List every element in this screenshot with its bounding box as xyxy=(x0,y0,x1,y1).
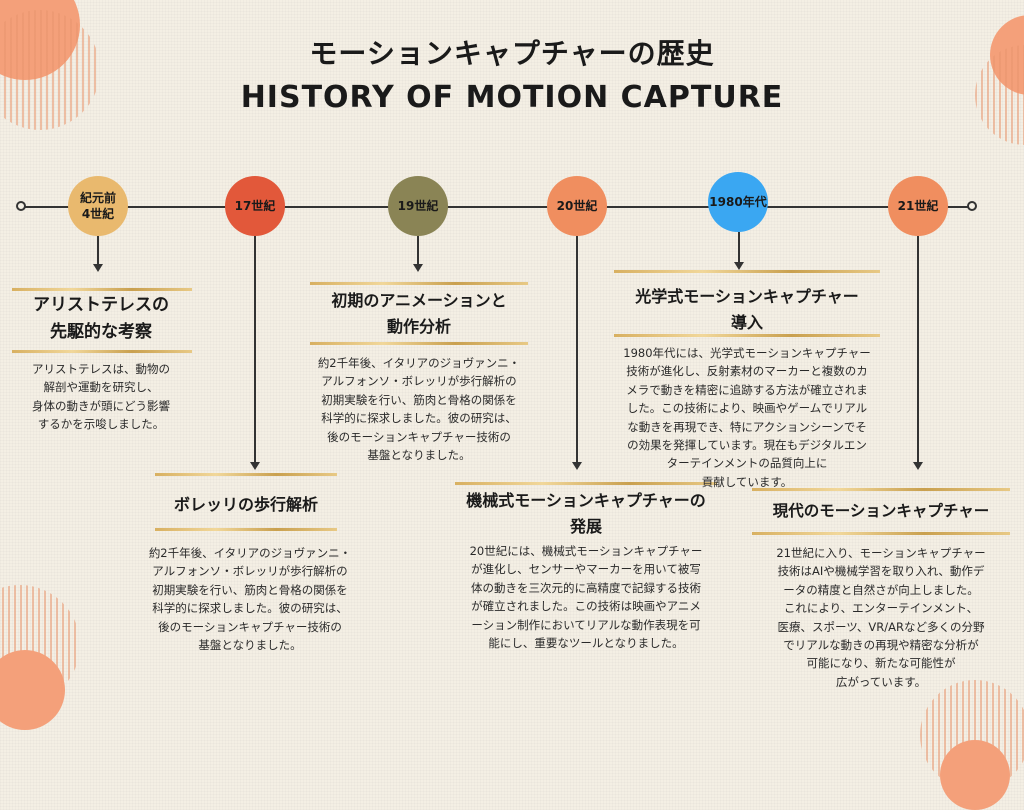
arrow-ancient xyxy=(93,264,103,272)
event-heading-modern: 現代のモーションキャプチャー xyxy=(772,502,990,520)
era-marker-21c: 21世紀 xyxy=(888,176,948,236)
gold-divider xyxy=(12,288,192,291)
page-title-japanese: モーションキャプチャーの歴史 xyxy=(309,37,715,70)
era-marker-19c: 19世紀 xyxy=(388,176,448,236)
timeline-axis xyxy=(22,206,974,208)
arrow-17c xyxy=(250,462,260,470)
decorative-circle-bottom-left xyxy=(0,650,65,730)
gold-divider xyxy=(310,282,528,285)
era-marker-1980s: 1980年代 xyxy=(708,172,768,232)
gold-divider xyxy=(614,270,880,273)
arrow-1980s xyxy=(734,262,744,270)
connector-21c xyxy=(917,236,919,464)
event-body-aristotle: アリストテレスは、動物の 解剖や運動を研究し、 身体の動きが頭にどう影響 するか… xyxy=(32,362,170,432)
page-title-english: HISTORY OF MOTION CAPTURE xyxy=(240,80,784,115)
connector-ancient xyxy=(97,236,99,266)
event-heading-borelli: ボレッリの歩行解析 xyxy=(173,495,318,514)
timeline-start-marker xyxy=(16,201,26,211)
connector-20c xyxy=(576,236,578,464)
event-heading-optical: 光学式モーションキャプチャー 導入 xyxy=(635,287,859,332)
timeline-end-marker xyxy=(967,201,977,211)
connector-19c xyxy=(417,236,419,266)
gold-divider xyxy=(155,528,337,531)
gold-divider xyxy=(752,532,1010,535)
event-body-early-animation: 約2千年後、イタリアのジョヴァンニ・ アルフォンソ・ボレッリが歩行解析の 初期実… xyxy=(317,356,521,462)
gold-divider xyxy=(310,342,528,345)
event-body-borelli: 約2千年後、イタリアのジョヴァンニ・ アルフォンソ・ボレッリが歩行解析の 初期実… xyxy=(148,546,352,652)
event-heading-aristotle: アリストテレスの 先駆的な考察 xyxy=(33,295,169,343)
connector-17c xyxy=(254,236,256,464)
arrow-20c xyxy=(572,462,582,470)
gold-divider xyxy=(752,488,1010,491)
event-body-optical: 1980年代には、光学式モーションキャプチャー 技術が進化し、反射素材のマーカー… xyxy=(623,346,871,489)
era-marker-17c: 17世紀 xyxy=(225,176,285,236)
gold-divider xyxy=(12,350,192,353)
arrow-19c xyxy=(413,264,423,272)
decorative-stripes-top-left xyxy=(0,10,100,130)
era-marker-ancient: 紀元前 4世紀 xyxy=(68,176,128,236)
arrow-21c xyxy=(913,462,923,470)
era-marker-20c: 20世紀 xyxy=(547,176,607,236)
event-body-modern: 21世紀に入り、モーションキャプチャー 技術はAIや機械学習を取り入れ、動作デ … xyxy=(776,546,986,689)
event-body-mechanical: 20世紀には、機械式モーションキャプチャー が進化し、センサーやマーカーを用いて… xyxy=(469,544,703,650)
event-heading-early-animation: 初期のアニメーションと 動作分析 xyxy=(331,291,507,336)
gold-divider xyxy=(614,334,880,337)
gold-divider xyxy=(155,473,337,476)
connector-1980s xyxy=(738,232,740,264)
gold-divider xyxy=(455,482,717,485)
event-heading-mechanical: 機械式モーションキャプチャーの 発展 xyxy=(466,491,706,536)
decorative-circle-bottom-right xyxy=(940,740,1010,810)
